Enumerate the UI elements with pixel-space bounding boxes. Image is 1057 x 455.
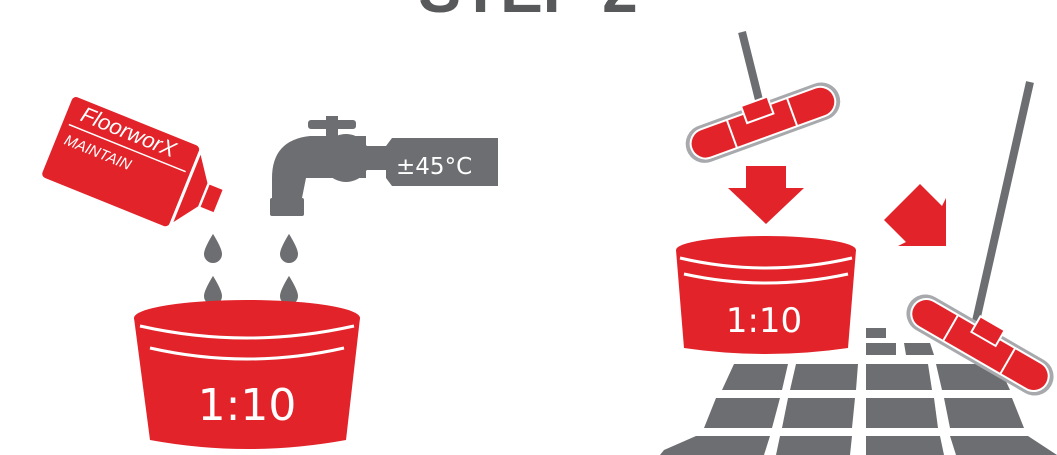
bucket-ratio: 1:10 (198, 380, 297, 431)
drop-icon (203, 232, 299, 306)
bucket-ratio: 1:10 (726, 301, 802, 341)
bucket-icon: 1:10 (134, 300, 360, 449)
mop-icon (679, 32, 846, 168)
svg-text:±45°C: ±45°C (396, 154, 472, 180)
step-title: STEP 2 (418, 0, 637, 26)
temperature-unit: °C (445, 154, 473, 180)
temperature-prefix: ± (396, 154, 415, 180)
tap-icon (270, 116, 386, 216)
temperature-badge: ±45°C (386, 138, 498, 186)
arrow-down-icon (728, 166, 804, 224)
bottle-icon: FloorworX MAINTAIN (39, 94, 236, 243)
arrow-diagonal-icon (884, 184, 946, 246)
temperature-value: 45 (415, 154, 444, 180)
bucket-icon: 1:10 (676, 236, 856, 354)
